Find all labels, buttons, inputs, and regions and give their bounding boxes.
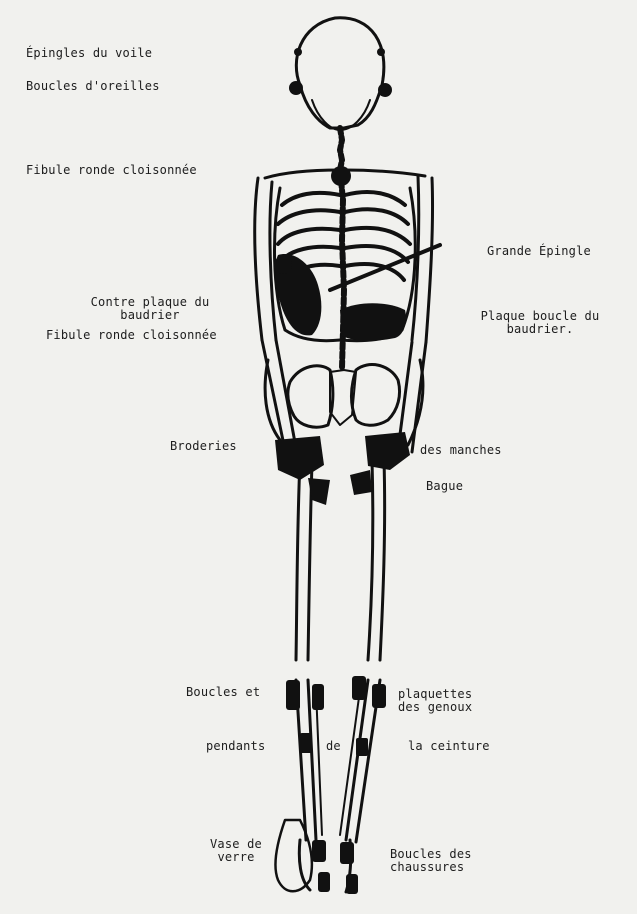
forearm-left <box>276 340 296 448</box>
knee-plaque <box>286 680 300 710</box>
clavicle-right <box>344 170 425 176</box>
knee-plaque <box>312 684 324 710</box>
earring <box>289 81 303 95</box>
forearm-left <box>265 360 280 440</box>
shoe-buckle <box>346 874 358 894</box>
label-fibule-ronde-1: Fibule ronde cloisonnée <box>26 164 197 177</box>
label-boucles-et: Boucles et <box>186 686 260 699</box>
embroidery-right <box>365 432 410 470</box>
label-de: de <box>326 740 341 753</box>
pelvis <box>288 366 333 427</box>
label-plaquettes: plaquettes des genoux <box>398 688 472 714</box>
label-grande-epingle: Grande Épingle <box>487 245 591 258</box>
shoe-buckle <box>340 842 354 864</box>
knee-plaque <box>352 676 366 700</box>
pendant <box>300 733 312 753</box>
rib <box>345 228 410 244</box>
clavicle-left <box>265 170 340 178</box>
label-la-ceinture: la ceinture <box>408 740 490 753</box>
femur-right <box>380 460 385 660</box>
veil-pin <box>294 48 302 56</box>
label-contre-plaque: Contre plaque du baudrier <box>65 296 235 322</box>
label-pendants: pendants <box>206 740 265 753</box>
brooch-2 <box>274 256 292 274</box>
embroidery-right <box>350 470 372 495</box>
label-plaque-boucle: Plaque boucle du baudrier. <box>455 310 625 336</box>
veil-pin <box>377 48 385 56</box>
label-des-manches: des manches <box>420 444 502 457</box>
humerus-right <box>426 178 433 342</box>
shoe-buckle <box>312 840 326 862</box>
rib <box>282 193 340 205</box>
round-brooch <box>331 166 351 186</box>
buckle-plate <box>340 303 406 341</box>
pelvis <box>352 365 400 426</box>
knee-plaque <box>372 684 386 708</box>
rib <box>345 192 405 205</box>
label-broderies: Broderies <box>170 440 237 453</box>
label-fibule-ronde-2: Fibule ronde cloisonnée <box>46 329 217 342</box>
rib <box>278 229 340 244</box>
femur-left <box>296 460 300 660</box>
label-epingles-voile: Épingles du voile <box>26 47 152 60</box>
label-boucles-chaussures: Boucles des chaussures <box>390 848 472 874</box>
fibula-left <box>316 690 322 835</box>
tibia-right <box>346 680 368 840</box>
embroidery-left <box>275 436 324 480</box>
rib <box>345 246 408 262</box>
rib <box>345 209 408 224</box>
humerus-left <box>255 178 262 340</box>
shoe-buckle <box>318 872 330 892</box>
skull <box>296 18 384 128</box>
earring <box>378 83 392 97</box>
pendant <box>356 738 368 756</box>
label-vase-verre: Vase de verre <box>196 838 276 864</box>
label-boucles-oreilles: Boucles d'oreilles <box>26 80 160 93</box>
rib <box>278 210 340 224</box>
label-bague: Bague <box>426 480 463 493</box>
